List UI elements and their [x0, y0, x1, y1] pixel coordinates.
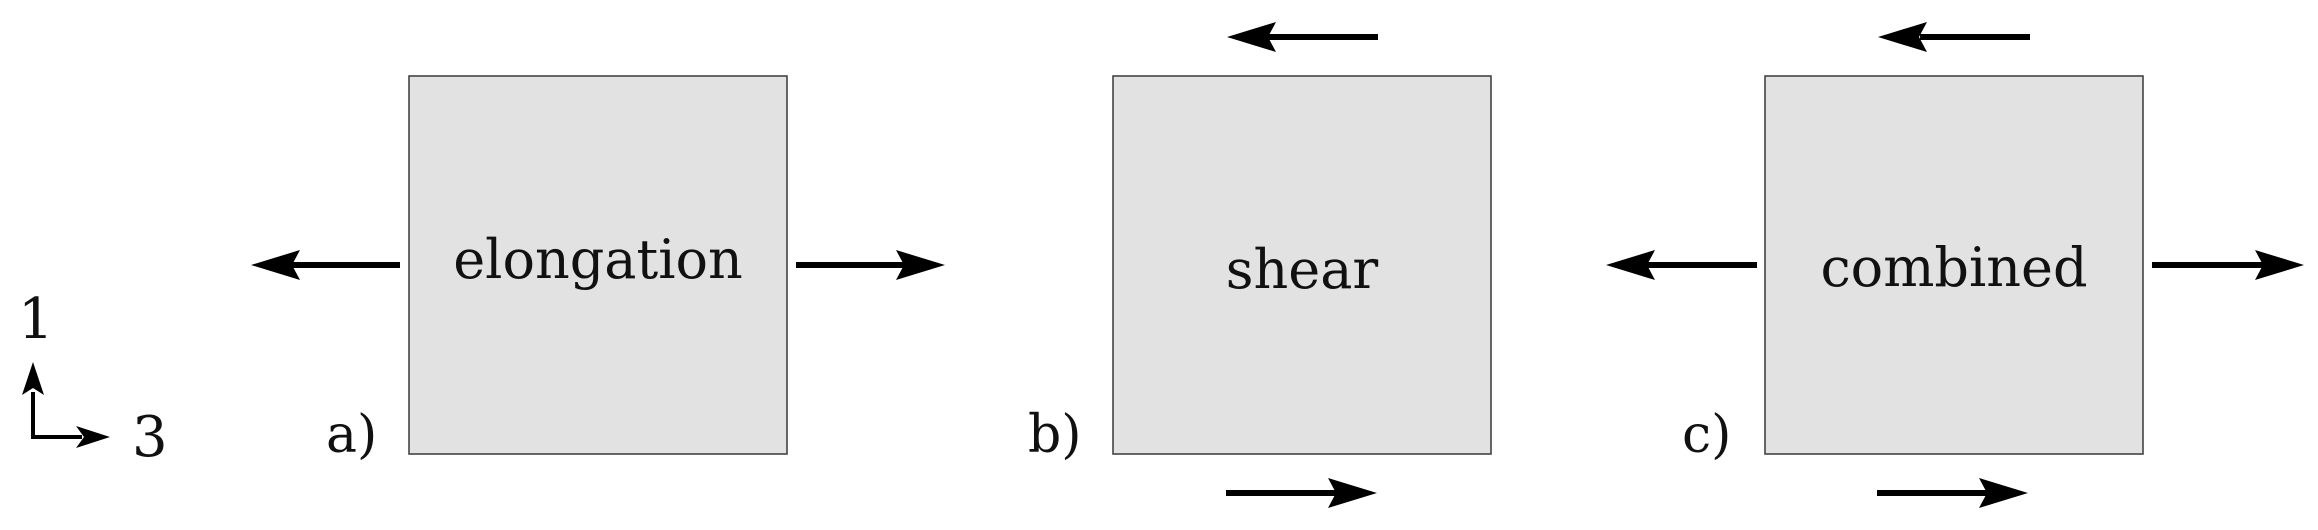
axis-1-arrowhead — [22, 362, 44, 395]
axes-indicator: 1 3 — [18, 287, 168, 470]
panel-shear: shear b) — [1028, 22, 1492, 508]
panel-a-tag: a) — [326, 405, 377, 465]
elongation-box-label: elongation — [453, 228, 743, 291]
combined-box-label: combined — [1820, 236, 2087, 299]
elongation-right-arrowhead — [896, 250, 945, 280]
shear-element-box — [1112, 75, 1492, 455]
combined-left-arrowhead — [1606, 250, 1655, 280]
shear-bottom-arrowhead — [1328, 478, 1377, 508]
combined-top-arrowhead — [1878, 22, 1927, 52]
elongation-left-arrowhead — [251, 250, 300, 280]
panel-combined: combined c) — [1606, 22, 2304, 508]
panel-b-tag: b) — [1028, 405, 1082, 465]
axis-3-arrowhead — [76, 426, 110, 448]
combined-right-arrowhead — [2255, 250, 2304, 280]
elongation-element-box — [408, 75, 788, 455]
shear-box-label: shear — [1226, 238, 1379, 301]
axis-3-label: 3 — [132, 405, 168, 470]
panel-elongation: elongation a) — [251, 75, 945, 465]
axis-1-label: 1 — [18, 287, 54, 352]
combined-bottom-arrowhead — [1979, 478, 2028, 508]
shear-top-arrowhead — [1227, 22, 1276, 52]
panel-c-tag: c) — [1682, 405, 1731, 465]
combined-element-box — [1764, 75, 2144, 455]
